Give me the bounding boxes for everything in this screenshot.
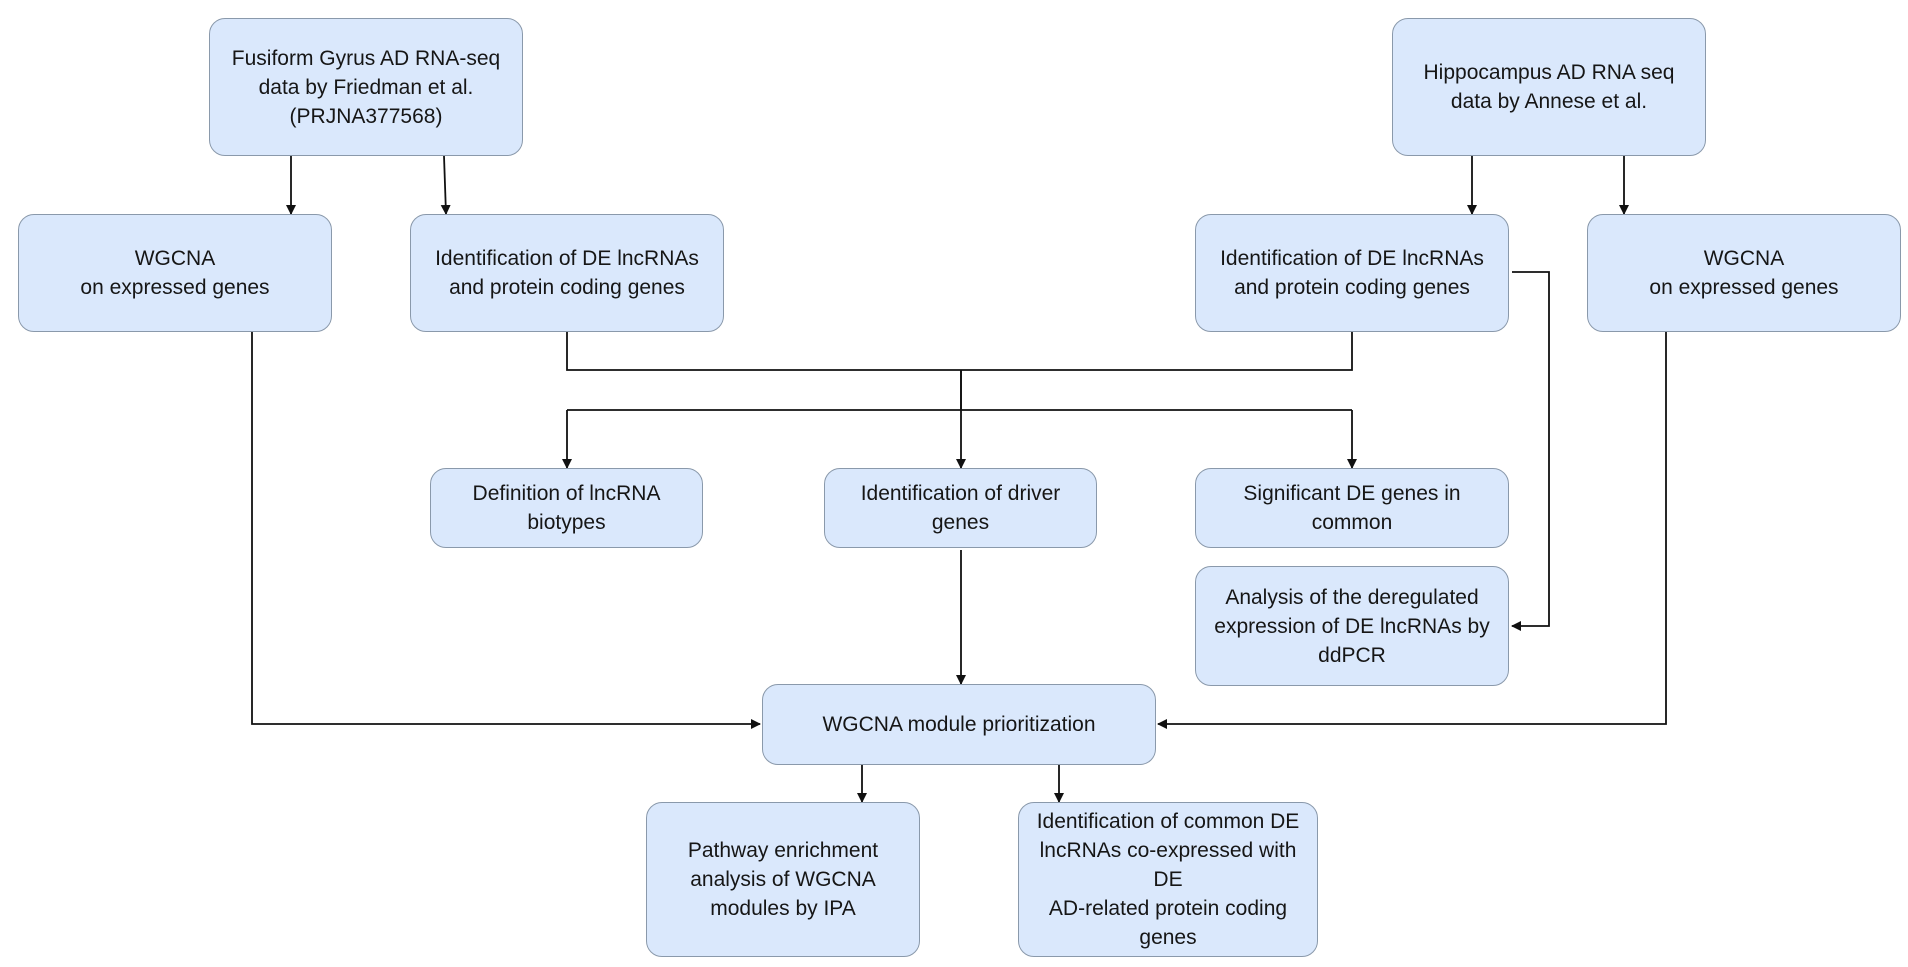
node-wgcna-module-prioritization: WGCNA module prioritization (762, 684, 1156, 765)
node-lncrna-biotypes: Definition of lncRNA biotypes (430, 468, 703, 548)
node-driver-genes: Identification of driver genes (824, 468, 1097, 548)
node-common-de-genes: Significant DE genes in common (1195, 468, 1509, 548)
node-common-lncrnas-coexpressed: Identification of common DE lncRNAs co-e… (1018, 802, 1318, 957)
node-hippocampus-source: Hippocampus AD RNA seq data by Annese et… (1392, 18, 1706, 156)
node-fusiform-wgcna: WGCNA on expressed genes (18, 214, 332, 332)
node-ddpcr-analysis: Analysis of the deregulated expression o… (1195, 566, 1509, 686)
node-fusiform-de-identification: Identification of DE lncRNAs and protein… (410, 214, 724, 332)
edge-hc-wgcna-to-prioritization (1157, 332, 1667, 729)
node-hippocampus-wgcna: WGCNA on expressed genes (1587, 214, 1901, 332)
edge-hc-de-to-ddpcr (1511, 271, 1550, 631)
edge-fg-source-to-fg-de (440, 155, 451, 215)
node-pathway-enrichment: Pathway enrichment analysis of WGCNA mod… (646, 802, 920, 957)
node-fusiform-gyrus-source: Fusiform Gyrus AD RNA-seq data by Friedm… (209, 18, 523, 156)
node-hippocampus-de-identification: Identification of DE lncRNAs and protein… (1195, 214, 1509, 332)
edge-de-merge (566, 332, 1353, 371)
edge-fg-wgcna-to-prioritization (251, 332, 761, 729)
